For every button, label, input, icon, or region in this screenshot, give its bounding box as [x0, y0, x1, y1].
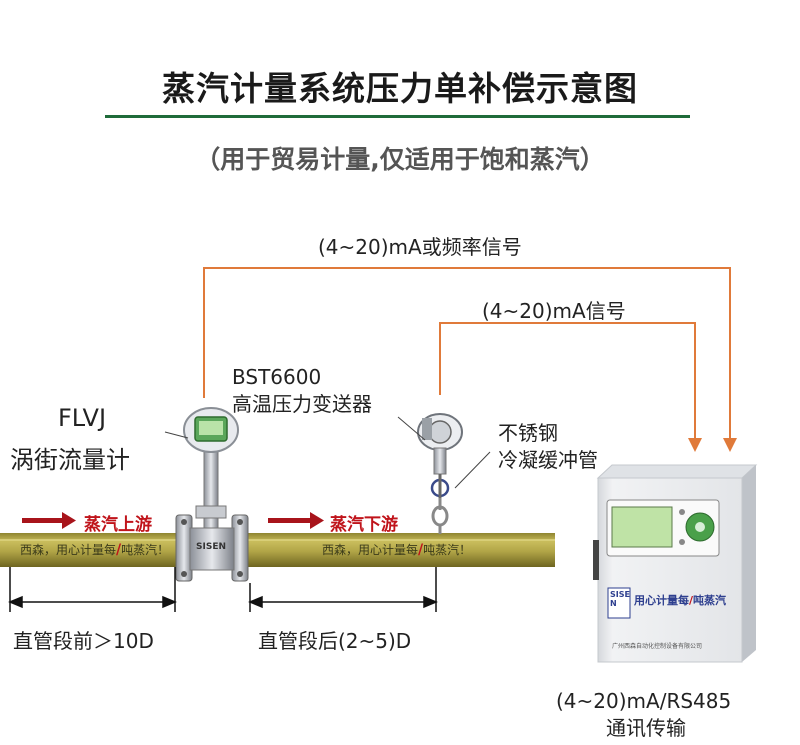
signal-arrowhead-right — [723, 438, 737, 452]
flowmeter-brand-label: SISEN — [196, 542, 226, 552]
signal-label-flowmeter: (4~20)mA或频率信号 — [318, 235, 522, 259]
front-dimension-label: 直管段前＞10D — [13, 629, 154, 653]
pipe-slogan-right-text: 西森，用心计量每 — [322, 543, 419, 557]
downstream-arrow-icon — [268, 512, 324, 529]
cabinet-maker-label: 广州西森自动化控制设备有限公司 — [612, 643, 703, 650]
pipe-slogan-left-text: 西森，用心计量每 — [20, 543, 117, 557]
pipe-slogan-right-end: 吨蒸汽！ — [423, 543, 472, 557]
upstream-arrow-icon — [22, 512, 76, 529]
transmitter-model-label: BST6600 — [232, 365, 322, 389]
cabinet-slogan-end: 吨蒸汽 — [693, 594, 727, 607]
downstream-label: 蒸汽下游 — [330, 515, 398, 535]
transmitter-name-label: 高温压力变送器 — [232, 392, 372, 416]
siphon-label-material: 不锈钢 — [498, 421, 558, 445]
cabinet-brand-label: SISEN — [610, 590, 630, 608]
flow-totalizer-cabinet — [593, 464, 758, 663]
signal-line-flowmeter — [203, 267, 731, 440]
diagram-title: 蒸汽计量系统压力单补偿示意图 — [162, 69, 638, 108]
front-dimension-line — [8, 567, 177, 612]
upstream-label: 蒸汽上游 — [84, 515, 152, 535]
siphon-label-name: 冷凝缓冲管 — [498, 448, 598, 472]
cabinet-slogan-text: 用心计量每 — [634, 594, 689, 607]
cabinet-slogan: 用心计量每/吨蒸汽 — [634, 594, 727, 607]
flowmeter-pointer-line — [164, 431, 189, 439]
output-description-label: 通讯传输 — [606, 716, 686, 740]
signal-line-transmitter — [439, 322, 696, 440]
pipe-slogan-left-end: 吨蒸汽！ — [121, 543, 170, 557]
pipe-slogan-left: 西森，用心计量每/吨蒸汽！ — [20, 542, 170, 558]
steam-pipe — [0, 533, 555, 567]
back-dimension-line — [248, 567, 438, 612]
vortex-flowmeter-icon — [175, 407, 249, 582]
flowmeter-model-label: FLVJ — [58, 404, 107, 432]
transmitter-pointer-line — [397, 416, 426, 441]
pipe-slogan-right: 西森，用心计量每/吨蒸汽！ — [322, 542, 472, 558]
output-protocol-label: (4~20)mA/RS485 — [556, 689, 732, 713]
signal-label-transmitter: (4~20)mA信号 — [482, 299, 626, 323]
diagram-subtitle: （用于贸易计量,仅适用于饱和蒸汽） — [195, 145, 605, 174]
pressure-transmitter-icon — [417, 413, 463, 534]
signal-arrowhead-left — [688, 438, 702, 452]
title-underline — [105, 115, 690, 118]
siphon-pointer-line — [454, 451, 491, 489]
back-dimension-label: 直管段后(2~5)D — [258, 629, 412, 653]
flowmeter-name-label: 涡街流量计 — [10, 446, 130, 474]
